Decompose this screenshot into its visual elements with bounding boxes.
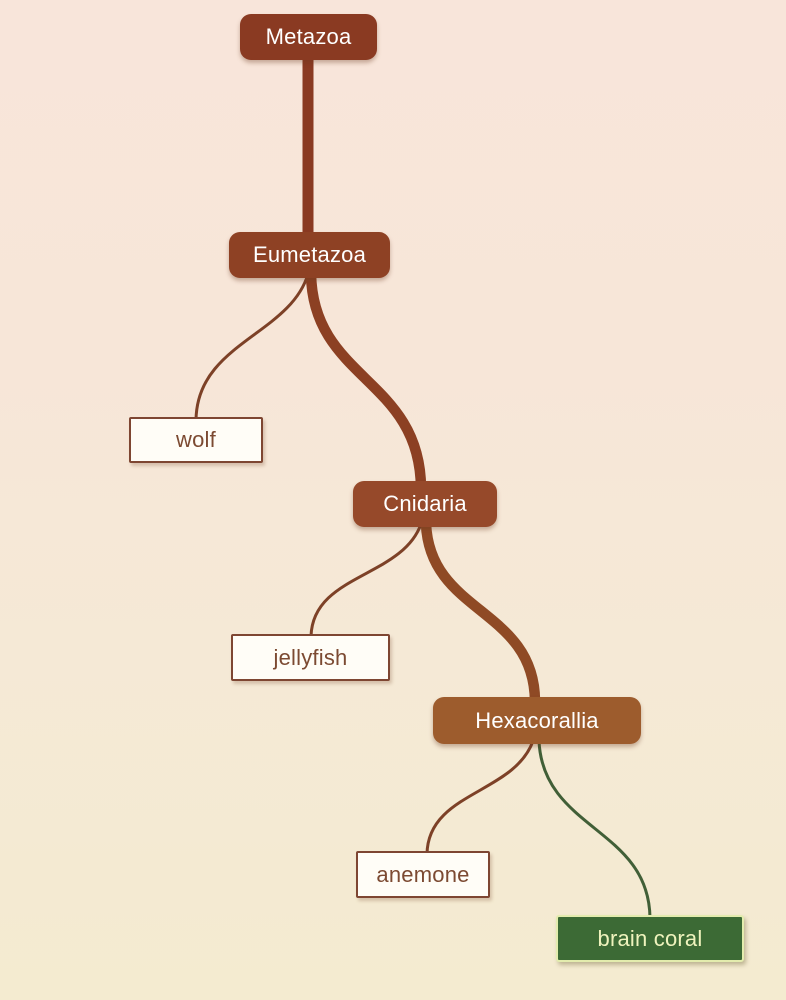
node-label-wolf: wolf [176, 427, 216, 452]
edge-cnidaria-hexacorallia [420, 518, 541, 707]
node-label-jellyfish: jellyfish [273, 644, 348, 670]
edge-hexacorallia-brain-coral [537, 739, 652, 920]
node-label-anemone: anemone [376, 861, 470, 887]
edge-eumetazoa-wolf [194, 272, 310, 422]
node-cnidaria[interactable]: Cnidaria [353, 481, 497, 527]
node-anemone[interactable]: anemone [356, 851, 490, 898]
node-label-hexacorallia: Hexacorallia [475, 707, 599, 733]
edge-eumetazoa-cnidaria [305, 268, 427, 494]
node-label-brain-coral: brain coral [597, 925, 703, 951]
node-brain-coral[interactable]: brain coral [556, 915, 744, 962]
edge-cnidaria-jellyfish [309, 522, 423, 639]
node-jellyfish[interactable]: jellyfish [231, 634, 390, 681]
node-label-cnidaria: Cnidaria [383, 491, 467, 516]
node-label-metazoa: Metazoa [265, 24, 352, 49]
node-eumetazoa[interactable]: Eumetazoa [229, 232, 390, 278]
node-label-eumetazoa: Eumetazoa [252, 242, 367, 267]
node-hexacorallia[interactable]: Hexacorallia [433, 697, 641, 744]
node-wolf[interactable]: wolf [129, 417, 263, 463]
node-metazoa[interactable]: Metazoa [240, 14, 377, 60]
edge-hexacorallia-anemone [425, 739, 535, 856]
